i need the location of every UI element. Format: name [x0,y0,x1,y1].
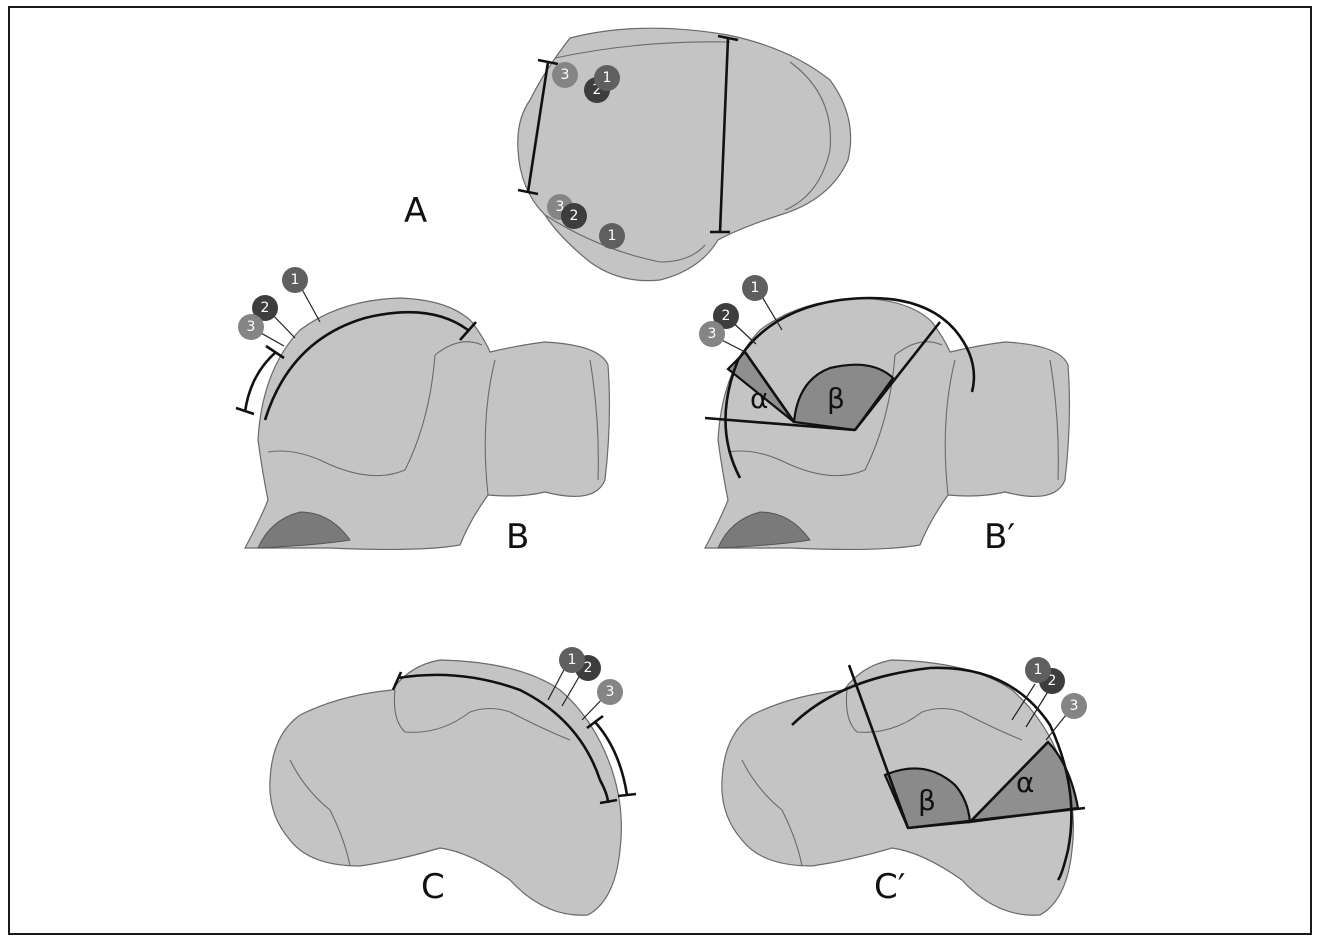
svg-text:1: 1 [568,652,577,668]
panel-c-label: C [421,867,445,907]
panel-c-prime-marker-3: 3 [1061,693,1087,719]
panel-c-marker-1: 1 [559,647,585,673]
svg-text:2: 2 [722,308,731,324]
panel-b-marker-3: 3 [238,314,264,340]
panel-c-prime-marker-1: 1 [1025,657,1051,683]
panel-c-marker-3: 3 [597,679,623,705]
panel-b-prime-alpha: α [750,382,768,415]
panel-b-prime-marker-3: 3 [699,321,725,347]
svg-text:3: 3 [606,684,615,700]
svg-text:1: 1 [751,280,760,296]
panel-c: 2 1 3 C [270,647,636,915]
svg-text:2: 2 [570,208,579,224]
svg-text:1: 1 [608,228,617,244]
panel-a-label: A [404,191,427,231]
svg-text:3: 3 [708,326,717,342]
panel-a-marker-1-bottom: 1 [599,223,625,249]
panel-b-prime: 1 2 3 α β B′ [699,275,1069,557]
panel-c-prime-alpha: α [1016,766,1034,799]
panel-b-label: B [506,517,529,557]
panel-a: 3 2 1 3 2 1 A [404,28,851,280]
svg-text:2: 2 [584,660,593,676]
panel-b-prime-label: B′ [984,517,1015,557]
panel-c-prime: 2 1 3 β α C′ [722,657,1087,915]
svg-text:1: 1 [291,272,300,288]
panel-c-bone [270,660,622,915]
svg-text:2: 2 [261,300,270,316]
svg-text:3: 3 [561,67,570,83]
svg-text:3: 3 [1070,698,1079,714]
panel-b-prime-marker-1: 1 [742,275,768,301]
panel-a-marker-2-bottom: 2 [561,203,587,229]
panel-b: 1 2 3 B [236,267,609,557]
svg-text:1: 1 [1034,662,1043,678]
svg-text:3: 3 [247,319,256,335]
panel-c-prime-label: C′ [874,867,905,907]
panel-b-marker-1: 1 [282,267,308,293]
panel-c-prime-beta: β [918,784,936,817]
panel-a-marker-3-top: 3 [552,62,578,88]
svg-text:1: 1 [603,70,612,86]
panel-a-marker-1-top: 1 [594,65,620,91]
panel-b-prime-beta: β [827,382,845,415]
